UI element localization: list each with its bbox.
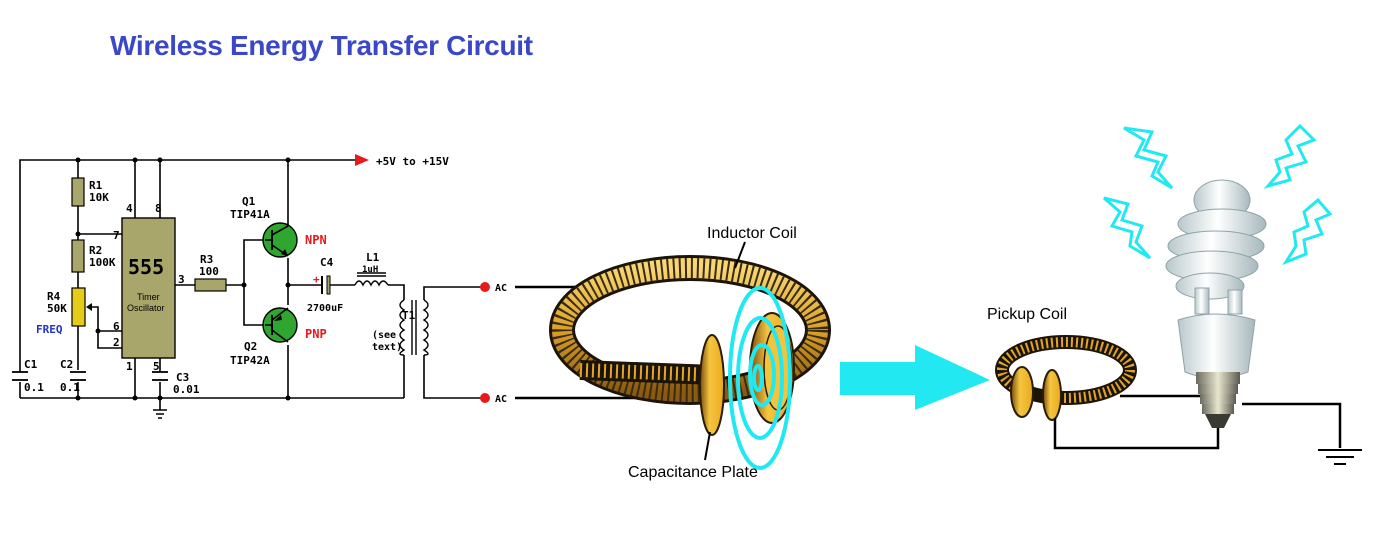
r2-name: R2 — [89, 244, 102, 257]
inductor-coil — [549, 255, 831, 405]
transistor-q1 — [262, 222, 298, 258]
transistor-q2 — [262, 307, 298, 343]
pickup-wires — [1053, 394, 1342, 450]
q1-part: TIP41A — [230, 208, 270, 221]
r1-name: R1 — [89, 179, 103, 192]
q1-name: Q1 — [242, 195, 256, 208]
ic-555-label: 555 — [128, 255, 164, 279]
ic-desc-line1: Timer — [137, 292, 160, 302]
c2-name: C2 — [60, 358, 73, 371]
ac-label-top: AC — [495, 283, 507, 294]
svg-text:4: 4 — [126, 202, 133, 215]
ic-desc-line2: Oscillator — [127, 303, 165, 313]
pot-wiper-arrow-icon — [86, 303, 92, 311]
t1-note-line1: (see — [372, 330, 396, 341]
svg-text:7: 7 — [113, 229, 120, 242]
q2-part: TIP42A — [230, 354, 270, 367]
c4-polarity: + — [313, 273, 320, 286]
svg-text:6: 6 — [113, 320, 120, 333]
r3-name: R3 — [200, 253, 213, 266]
resistor-r2 — [71, 239, 85, 273]
c3-value: 0.01 — [173, 383, 200, 396]
pickup-coil — [995, 335, 1137, 421]
transformer-t1 — [399, 299, 429, 356]
l1-value: 1uH — [362, 265, 378, 275]
light-bulb-icon — [1165, 179, 1267, 428]
r3-value: 100 — [199, 265, 219, 278]
q2-type: PNP — [305, 327, 327, 341]
capacitor-c4 — [321, 275, 331, 295]
c4-name: C4 — [320, 256, 334, 269]
svg-text:1: 1 — [126, 360, 133, 373]
svg-text:5: 5 — [153, 360, 160, 373]
l1-name: L1 — [366, 251, 380, 264]
ic-pin-numbers: 4 8 7 6 2 1 5 3 — [113, 202, 185, 373]
ac-terminal-top — [480, 282, 490, 292]
q1-type: NPN — [305, 233, 327, 247]
capacitor-c1 — [12, 371, 28, 381]
r1-value: 10K — [89, 191, 109, 204]
capacitance-plate-label: Capacitance Plate — [628, 464, 758, 481]
supply-arrow-icon — [355, 154, 369, 166]
q2-name: Q2 — [244, 340, 257, 353]
svg-text:8: 8 — [155, 202, 162, 215]
earth-ground-icon — [1318, 449, 1362, 465]
resistor-r3 — [194, 278, 227, 292]
c1-value: 0.1 — [24, 381, 44, 394]
r2-value: 100K — [89, 256, 116, 269]
capacitor-c2 — [70, 371, 86, 381]
magnetic-field-rings — [728, 286, 792, 470]
c4-value: 2700uF — [307, 303, 343, 314]
lightning-bolt-icons — [1103, 123, 1333, 266]
freq-label: FREQ — [36, 323, 63, 336]
ac-label-bottom: AC — [495, 394, 507, 405]
supply-label: +5V to +15V — [376, 155, 449, 168]
ground-icon — [153, 409, 167, 419]
svg-text:2: 2 — [113, 336, 120, 349]
resistor-r1 — [71, 177, 85, 207]
r4-name: R4 — [47, 290, 61, 303]
inductor-coil-label: Inductor Coil — [707, 225, 797, 242]
transfer-arrow-icon — [840, 345, 990, 410]
ac-terminal-bottom — [480, 393, 490, 403]
c2-value: 0.1 — [60, 381, 80, 394]
c3-name: C3 — [176, 371, 189, 384]
r4-value: 50K — [47, 302, 67, 315]
junction-dots — [75, 157, 291, 401]
svg-text:3: 3 — [178, 273, 185, 286]
potentiometer-r4 — [71, 287, 86, 327]
capacitor-c3 — [152, 371, 168, 381]
pickup-coil-label: Pickup Coil — [987, 306, 1067, 323]
inductor-l1 — [354, 272, 389, 287]
t1-name: T1 — [402, 309, 416, 322]
page-title: Wireless Energy Transfer Circuit — [110, 30, 533, 61]
c1-name: C1 — [24, 358, 38, 371]
schematic-wires — [19, 159, 486, 410]
ic-555-chip — [121, 217, 176, 359]
t1-note-line2: text) — [372, 342, 402, 353]
